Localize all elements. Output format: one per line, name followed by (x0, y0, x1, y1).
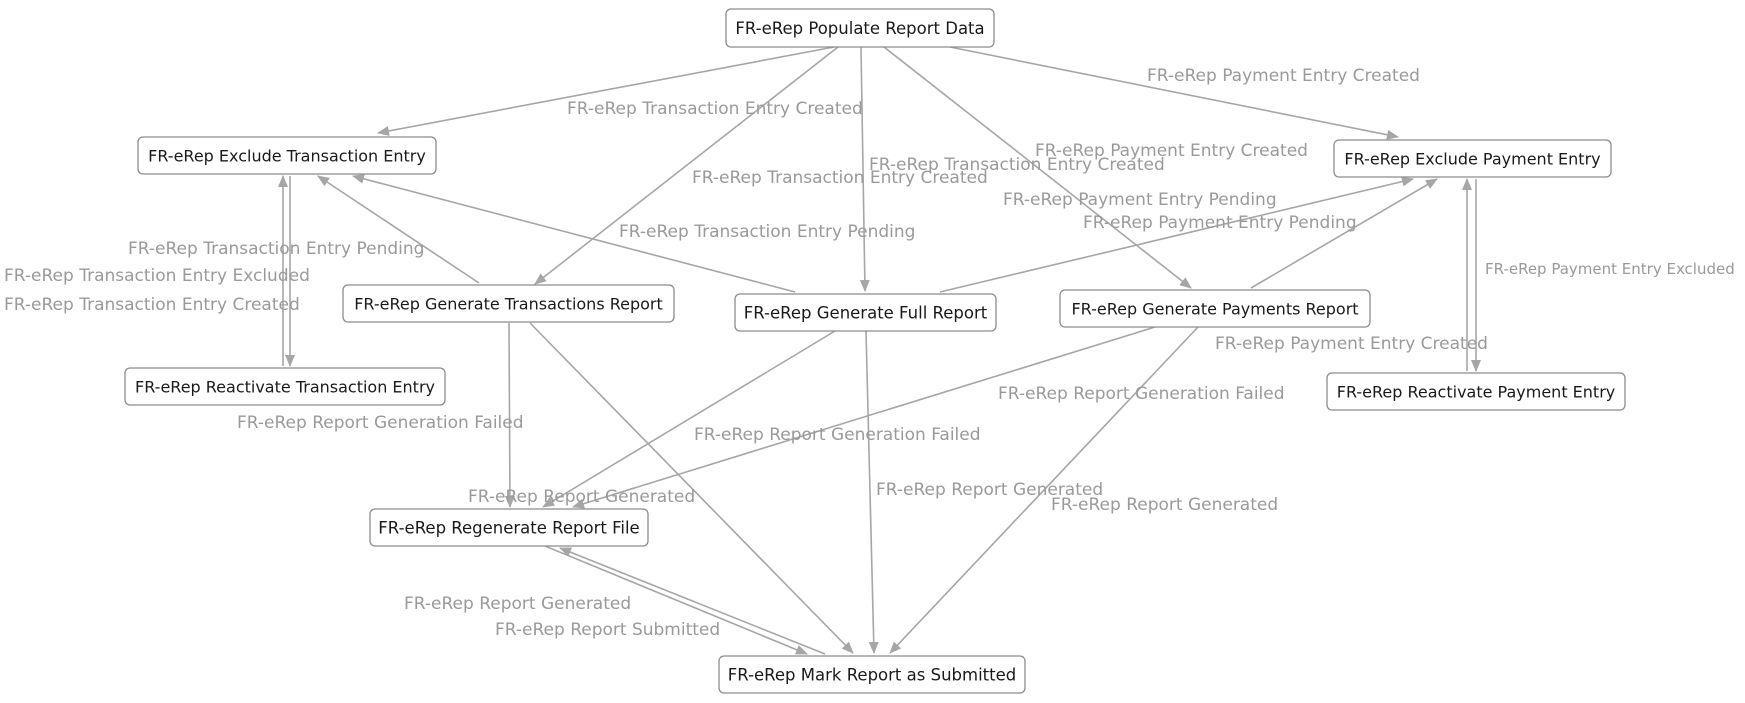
edge-populate-to-gen_full (859, 46, 870, 292)
edge-label: FR-eRep Transaction Entry Created (869, 155, 1165, 175)
node-label: FR-eRep Mark Report as Submitted (728, 666, 1016, 685)
node-label: FR-eRep Generate Transactions Report (354, 295, 663, 314)
edge-label: FR-eRep Report Generation Failed (237, 413, 524, 433)
node-regen[interactable]: FR-eRep Regenerate Report File (369, 508, 649, 547)
edge-label: FR-eRep Transaction Entry Created (567, 99, 863, 119)
edge-submitted-to-regen (559, 547, 826, 655)
node-box[interactable] (1059, 289, 1371, 328)
node-box[interactable] (1326, 372, 1626, 411)
edge-label: FR-eRep Transaction Entry Created (4, 295, 300, 315)
edge-label: FR-eRep Payment Entry Created (1215, 334, 1488, 354)
edge-label: FR-eRep Report Submitted (495, 620, 720, 640)
edge-label: FR-eRep Report Generation Failed (998, 384, 1285, 404)
node-box[interactable] (734, 293, 997, 332)
node-label: FR-eRep Regenerate Report File (378, 519, 639, 538)
node-populate[interactable]: FR-eRep Populate Report Data (725, 8, 995, 48)
edge-populate-to-exclude_txn (377, 46, 835, 136)
edge-label: FR-eRep Payment Entry Pending (1083, 213, 1357, 233)
edge-populate-to-gen_pay (883, 46, 1192, 289)
edge-label: FR-eRep Payment Entry Pending (1003, 190, 1277, 210)
edge-populate-to-exclude_pay (949, 46, 1399, 140)
node-box[interactable] (718, 655, 1026, 694)
node-box[interactable] (369, 508, 649, 547)
node-react-txn[interactable]: FR-eRep Reactivate Transaction Entry (124, 367, 446, 406)
node-label: FR-eRep Populate Report Data (735, 19, 984, 38)
edge-gen_txn-to-exclude_txn (317, 175, 480, 284)
edge-gen_txn-to-submitted (529, 322, 854, 654)
edge-label: FR-eRep Payment Entry Created (1147, 66, 1420, 86)
edge-label: FR-eRep Payment Entry Excluded (1485, 260, 1735, 278)
node-gen-full[interactable]: FR-eRep Generate Full Report (734, 293, 997, 332)
edge-gen_pay-to-exclude_pay (1250, 178, 1438, 289)
edge-label: FR-eRep Payment Entry Created (1035, 141, 1308, 161)
edge-populate-to-gen_txn (534, 46, 839, 285)
edge-label: FR-eRep Transaction Entry Created (692, 168, 988, 188)
node-box[interactable] (725, 8, 995, 48)
edge-gen_full-to-regen (542, 330, 836, 508)
edge-label: FR-eRep Report Generation Failed (694, 425, 981, 445)
edge-label: FR-eRep Transaction Entry Excluded (4, 266, 310, 286)
edge-label: FR-eRep Report Generated (468, 487, 695, 507)
edge-label: FR-eRep Report Generated (1051, 495, 1278, 515)
edges-layer (278, 46, 1481, 655)
edge-label: FR-eRep Report Generated (404, 594, 631, 614)
edge-gen_full-to-submitted (865, 330, 879, 654)
node-box[interactable] (124, 367, 446, 406)
node-label: FR-eRep Reactivate Payment Entry (1337, 383, 1616, 402)
node-label: FR-eRep Reactivate Transaction Entry (135, 378, 435, 397)
edge-label: FR-eRep Report Generated (876, 480, 1103, 500)
node-box[interactable] (137, 136, 437, 175)
edge-gen_pay-to-regen (572, 326, 1156, 509)
node-exclude-txn[interactable]: FR-eRep Exclude Transaction Entry (137, 136, 437, 175)
edge-regen-to-submitted (544, 545, 808, 655)
node-gen-pay[interactable]: FR-eRep Generate Payments Report (1059, 289, 1371, 328)
edge-gen_pay-to-submitted (889, 326, 1199, 654)
node-label: FR-eRep Exclude Transaction Entry (148, 147, 426, 166)
edge-gen_full-to-exclude_pay (939, 176, 1414, 293)
node-box[interactable] (342, 284, 675, 323)
edge-gen_full-to-exclude_txn (352, 173, 796, 293)
node-exclude-pay[interactable]: FR-eRep Exclude Payment Entry (1333, 139, 1612, 178)
node-label: FR-eRep Generate Payments Report (1071, 300, 1358, 319)
edge-label: FR-eRep Transaction Entry Pending (619, 222, 915, 242)
node-box[interactable] (1333, 139, 1612, 178)
node-label: FR-eRep Exclude Payment Entry (1344, 150, 1600, 169)
edge-label: FR-eRep Transaction Entry Pending (128, 239, 424, 259)
node-label: FR-eRep Generate Full Report (744, 304, 988, 323)
node-gen-txn[interactable]: FR-eRep Generate Transactions Report (342, 284, 675, 323)
node-react-pay[interactable]: FR-eRep Reactivate Payment Entry (1326, 372, 1626, 411)
node-submitted[interactable]: FR-eRep Mark Report as Submitted (718, 655, 1026, 694)
edge-gen_txn-to-regen (504, 322, 515, 508)
